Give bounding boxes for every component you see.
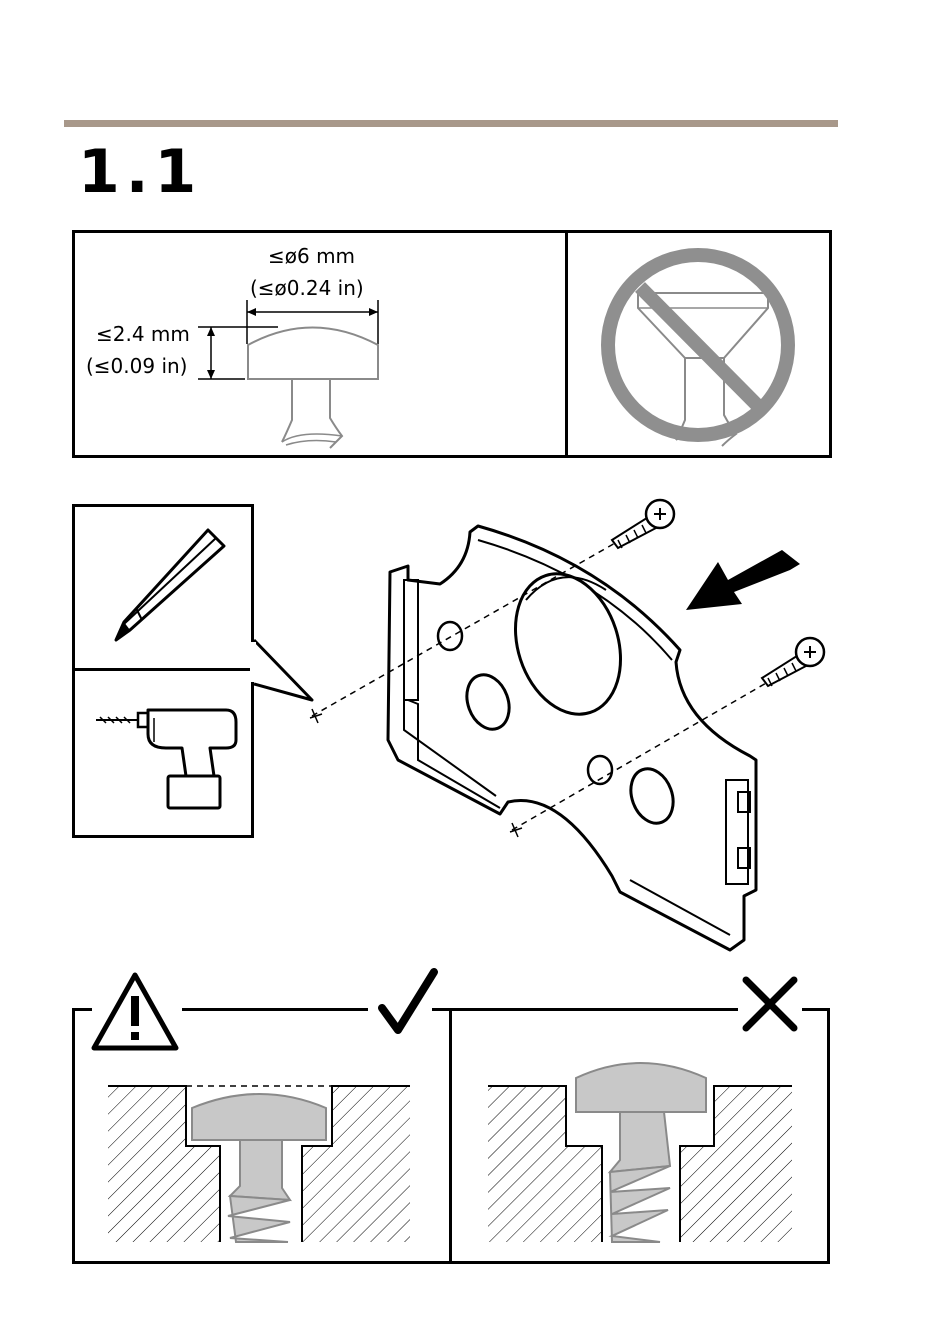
incorrect-installation-diagram xyxy=(0,0,933,1324)
